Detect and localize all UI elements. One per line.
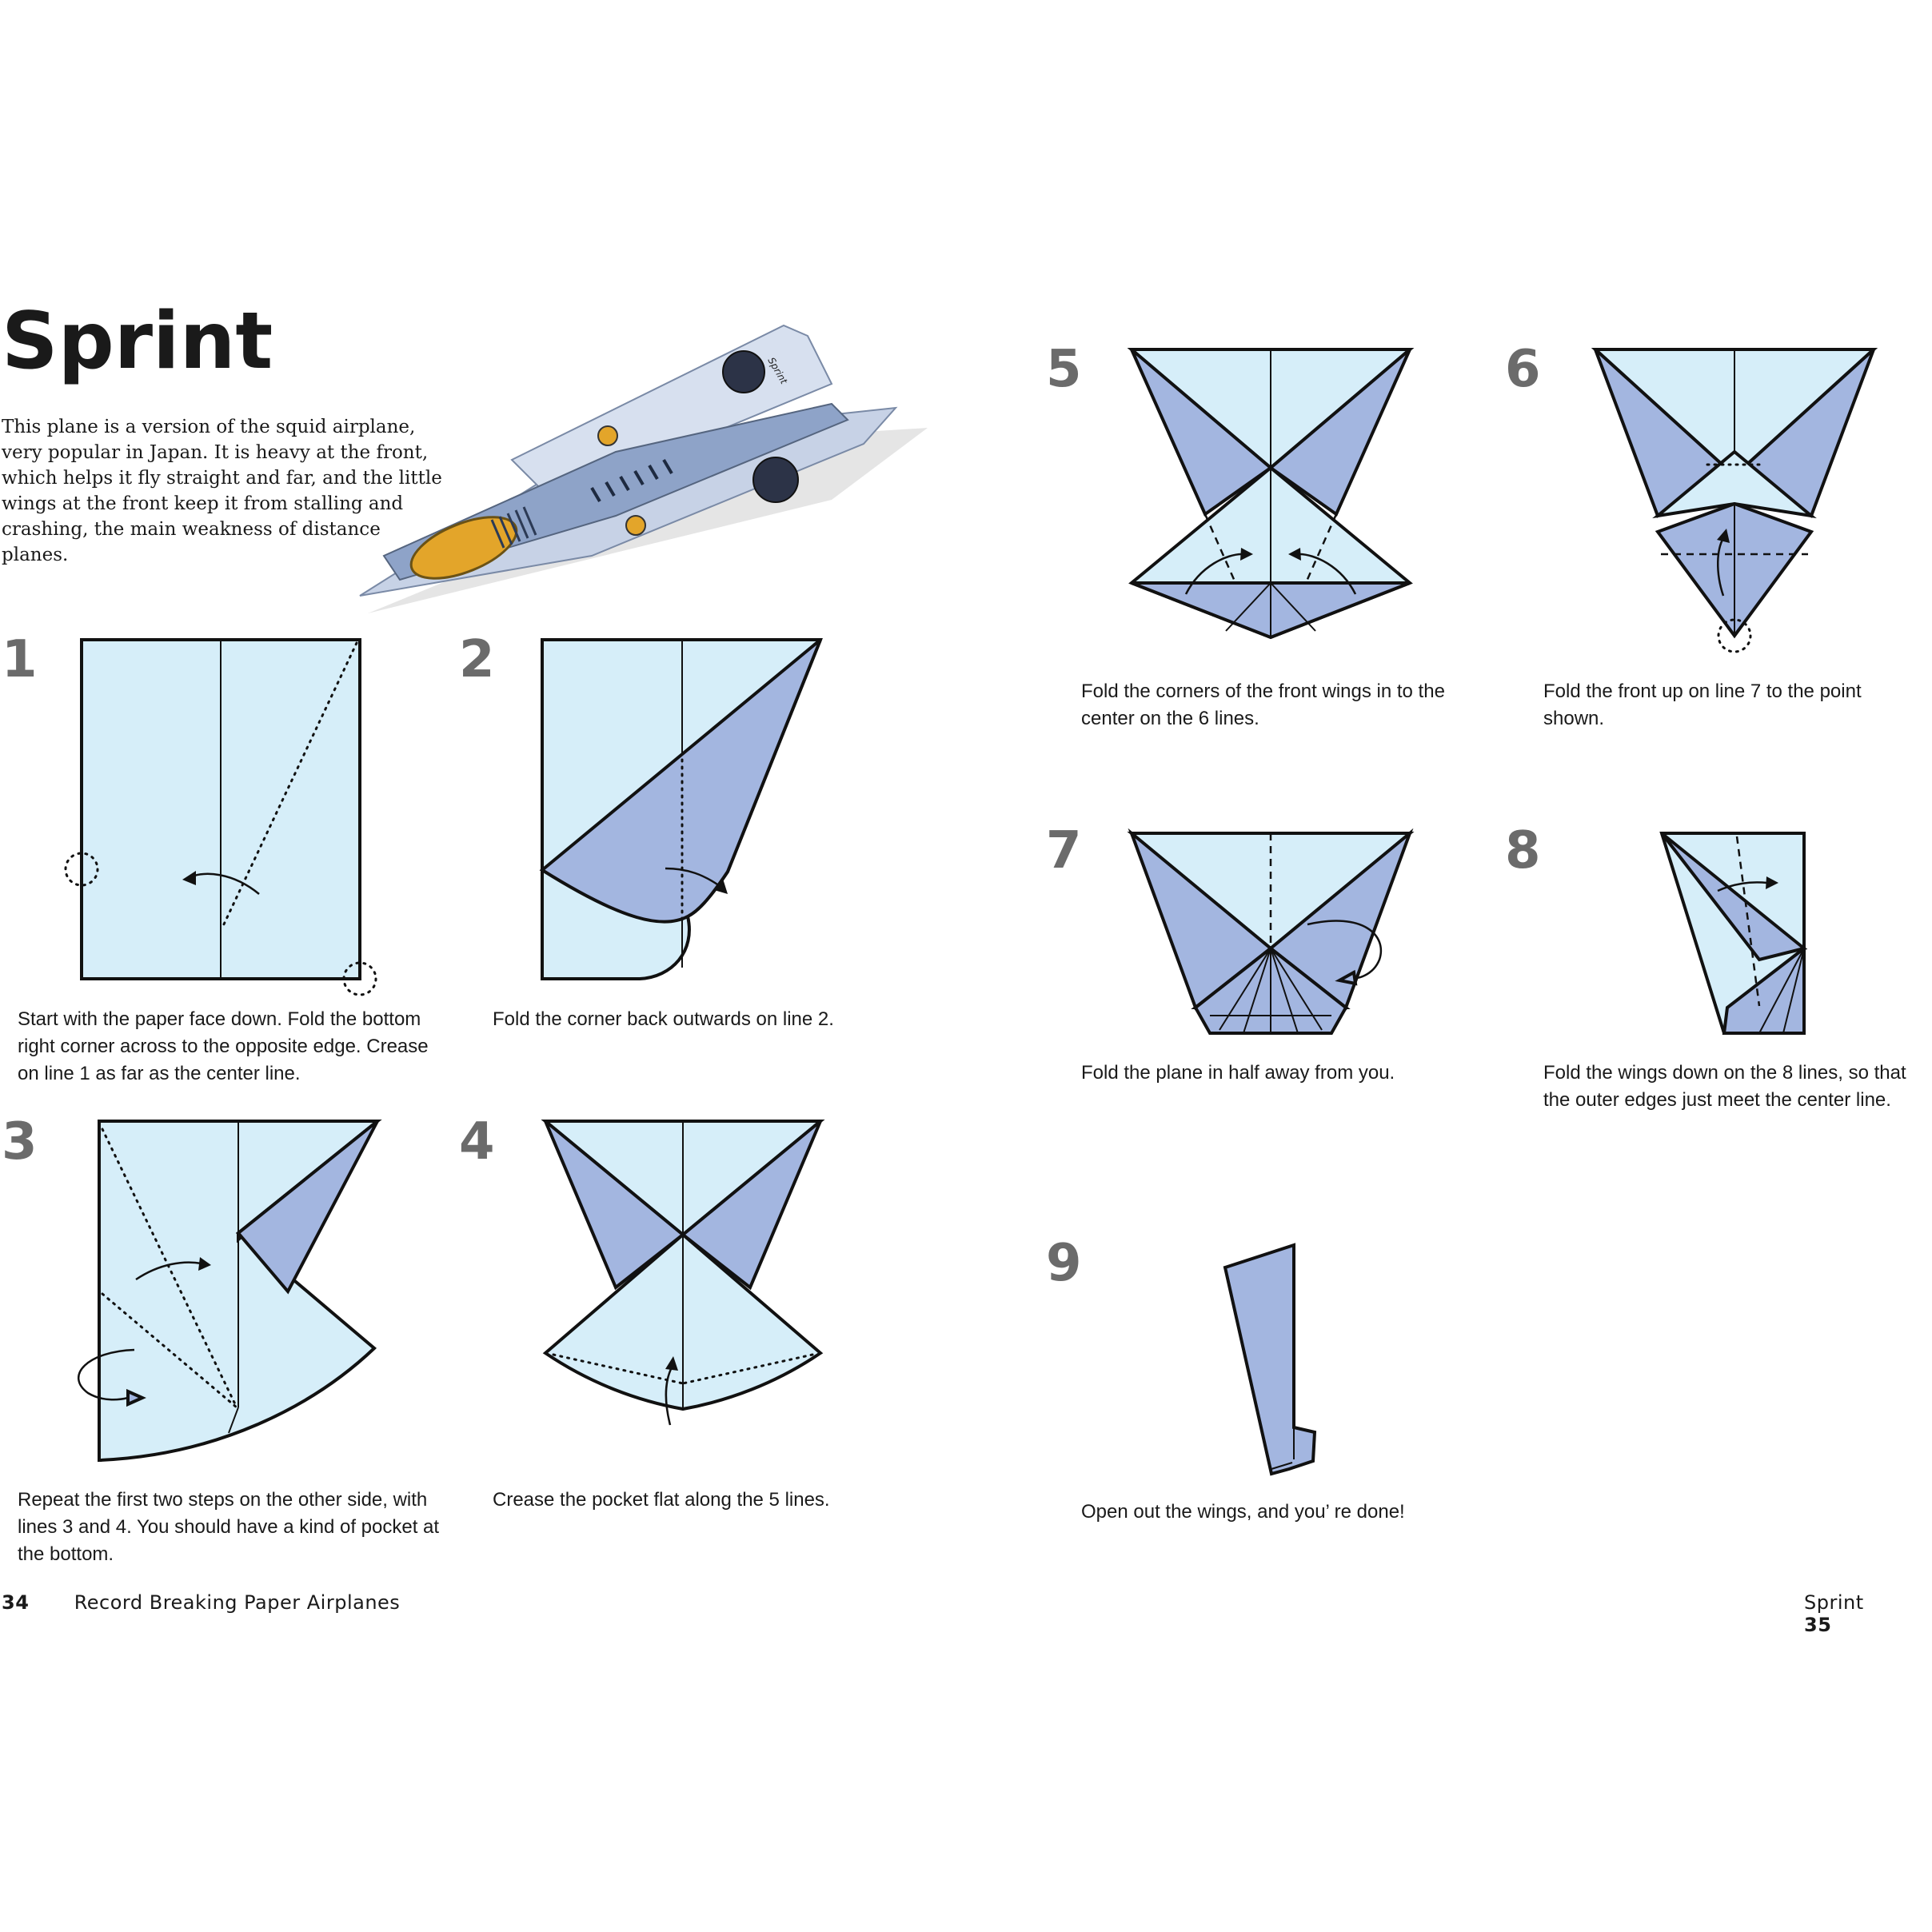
footer-left: 34 Record Breaking Paper Airplanes	[2, 1591, 400, 1614]
step-caption: Start with the paper face down. Fold the…	[18, 1008, 429, 1084]
step-number: 2	[459, 630, 495, 689]
step-caption: Fold the plane in half away from you.	[1081, 1062, 1395, 1084]
page-number-right: 35	[1804, 1614, 1832, 1636]
step-9-diagram	[1223, 1243, 1317, 1476]
step-number: 6	[1505, 340, 1541, 399]
plane-cockpit	[409, 516, 518, 580]
plane-stripes	[490, 506, 537, 549]
step-caption: Fold the corner back outwards on line 2.	[493, 1008, 834, 1030]
step-7-diagram	[1127, 828, 1415, 1035]
plane-porthole-2	[625, 515, 646, 536]
step-1-diagram	[64, 638, 377, 996]
step-number: 8	[1505, 821, 1541, 880]
plane-porthole-1	[597, 425, 618, 446]
footer-right: Sprint 35	[1804, 1591, 1932, 1636]
step-5-diagram	[1127, 348, 1415, 640]
step-number: 7	[1046, 821, 1082, 880]
step-caption: Fold the front up on line 7 to the point…	[1543, 681, 1862, 729]
step-caption: Open out the wings, and you’ re done!	[1081, 1501, 1405, 1523]
intro-paragraph: This plane is a version of the squid air…	[2, 417, 442, 565]
step-caption: Crease the pocket flat along the 5 lines…	[493, 1489, 830, 1511]
step-6-diagram	[1591, 348, 1878, 653]
step-2-diagram	[539, 638, 823, 980]
running-title-right: Sprint	[1804, 1591, 1864, 1614]
step-caption: Fold the wings down on the 8 lines, so t…	[1543, 1062, 1906, 1111]
plane-emblem-bottom	[752, 457, 799, 503]
page-number-left: 34	[2, 1591, 30, 1614]
step-4-diagram	[541, 1120, 825, 1426]
page-title: Sprint	[2, 296, 273, 387]
step-number: 9	[1046, 1234, 1082, 1293]
step-3-diagram	[78, 1120, 382, 1463]
step-caption: Repeat the first two steps on the other …	[18, 1489, 440, 1565]
step-8-diagram	[1659, 832, 1808, 1035]
step-number: 4	[459, 1112, 495, 1172]
step-number: 5	[1046, 340, 1082, 399]
plane-vents	[590, 458, 673, 503]
running-title-left: Record Breaking Paper Airplanes	[74, 1591, 401, 1614]
plane-illustration: Sprint	[359, 324, 928, 613]
step-number: 1	[2, 630, 38, 689]
plane-emblem-top	[722, 350, 765, 393]
step-caption: Fold the corners of the front wings in t…	[1081, 681, 1445, 729]
step-number: 3	[2, 1112, 38, 1172]
